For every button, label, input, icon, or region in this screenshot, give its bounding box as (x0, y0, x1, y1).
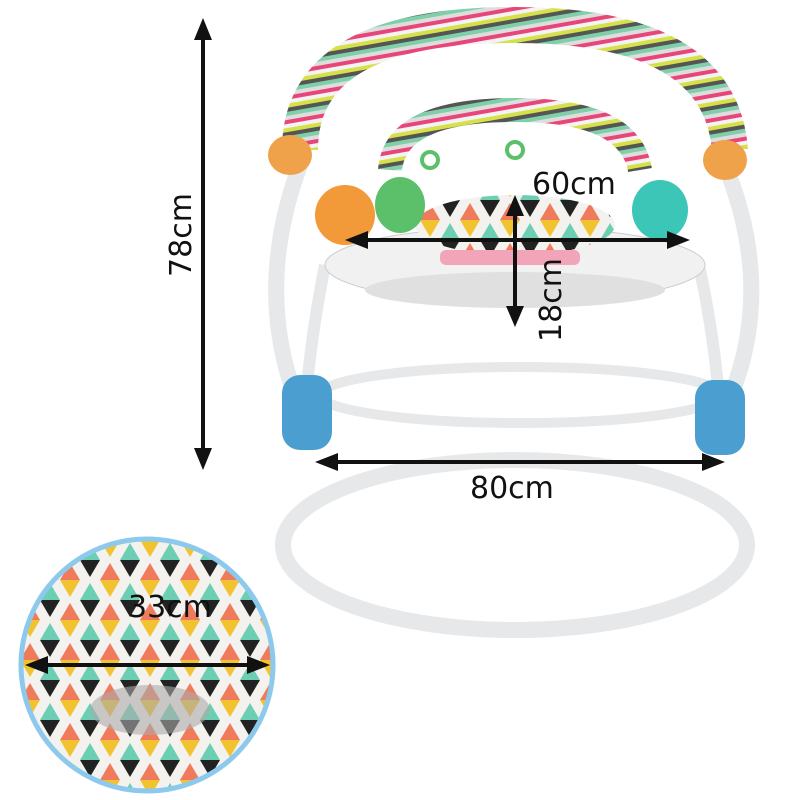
arch-end-right (703, 140, 747, 180)
seat-inset-hole (90, 685, 210, 735)
height-label: 78cm (163, 193, 199, 277)
tray-depth-label: 18cm (533, 258, 569, 342)
back-ring (315, 362, 725, 428)
dino-toy-green (375, 177, 425, 233)
dimension-arrows (25, 18, 725, 674)
toy-arch-inner (378, 97, 652, 173)
dino-toy-teal (632, 180, 688, 240)
blue-joint-right (695, 380, 745, 455)
arch-end-left (268, 135, 312, 175)
arrowhead (25, 656, 48, 674)
lion-toy (315, 185, 375, 245)
base-width-label: 80cm (470, 471, 554, 506)
arrowhead (315, 453, 338, 471)
toy-arch-outer (282, 6, 748, 153)
ring-toy (420, 150, 440, 170)
arrowhead (506, 306, 524, 327)
arrowhead (702, 453, 725, 471)
arrowhead (345, 231, 368, 249)
ring-toy (505, 140, 525, 160)
blue-joint-left (282, 375, 332, 450)
arrowhead (667, 231, 690, 249)
seat-diameter-label: 33cm (128, 590, 212, 625)
arrowhead (247, 656, 270, 674)
piano-toy (440, 250, 580, 265)
tray-width-label: 60cm (532, 167, 616, 202)
arrowhead (194, 448, 212, 470)
arrowhead (506, 195, 524, 216)
arrowhead (194, 18, 212, 40)
